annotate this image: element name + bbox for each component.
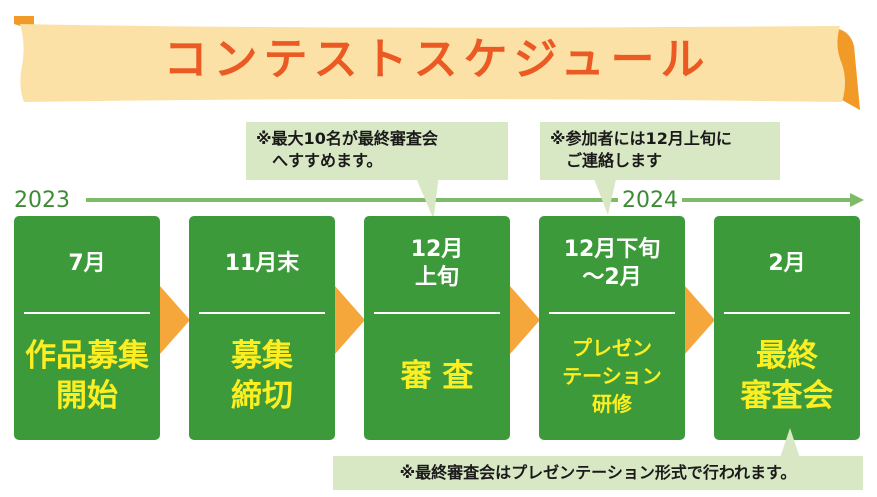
year-label-2023: 2023 xyxy=(10,188,74,214)
stage-label: プレゼン テーション 研修 xyxy=(562,336,662,416)
stage-entry-start: 7月 作品募集 開始 xyxy=(14,216,160,440)
stage-label: 作品募集 開始 xyxy=(25,338,149,414)
divider xyxy=(724,312,850,314)
title-banner: コンテストスケジュール xyxy=(14,16,860,110)
note-final-format: ※最終審査会はプレゼンテーション形式で行われます。 xyxy=(333,456,863,490)
stage-label: 最終 審査会 xyxy=(740,338,834,414)
stage-date: 2月 xyxy=(768,251,806,276)
stage-date: 12月下旬 〜2月 xyxy=(563,237,661,290)
note-participant-contact: ※参加者には12月上旬に ご連絡します xyxy=(540,122,780,180)
chevron-right-icon xyxy=(510,286,540,354)
stage-label: 募集 締切 xyxy=(231,338,293,414)
chevron-right-icon xyxy=(335,286,365,354)
stage-entry-deadline: 11月末 募集 締切 xyxy=(189,216,335,440)
note-final-selection: ※最大10名が最終審査会 へすすめます。 xyxy=(246,122,508,180)
stage-date: 7月 xyxy=(68,251,106,276)
banner-ribbon xyxy=(14,16,860,110)
note-pointer xyxy=(780,428,800,458)
stage-judging: 12月 上旬 審 査 xyxy=(364,216,510,440)
year-label-2024: 2024 xyxy=(618,188,682,214)
stage-date: 12月 上旬 xyxy=(410,237,464,290)
stage-final-judging: 2月 最終 審査会 xyxy=(714,216,860,440)
stage-date: 11月末 xyxy=(224,251,300,276)
divider xyxy=(199,312,325,314)
stage-label: 審 査 xyxy=(400,358,474,394)
page-title: コンテストスケジュール xyxy=(163,34,711,85)
chevron-right-icon xyxy=(685,286,715,354)
divider xyxy=(549,312,675,314)
stage-presentation-training: 12月下旬 〜2月 プレゼン テーション 研修 xyxy=(539,216,685,440)
chevron-right-icon xyxy=(160,286,190,354)
divider xyxy=(24,312,150,314)
divider xyxy=(374,312,500,314)
note-pointer xyxy=(594,179,620,215)
